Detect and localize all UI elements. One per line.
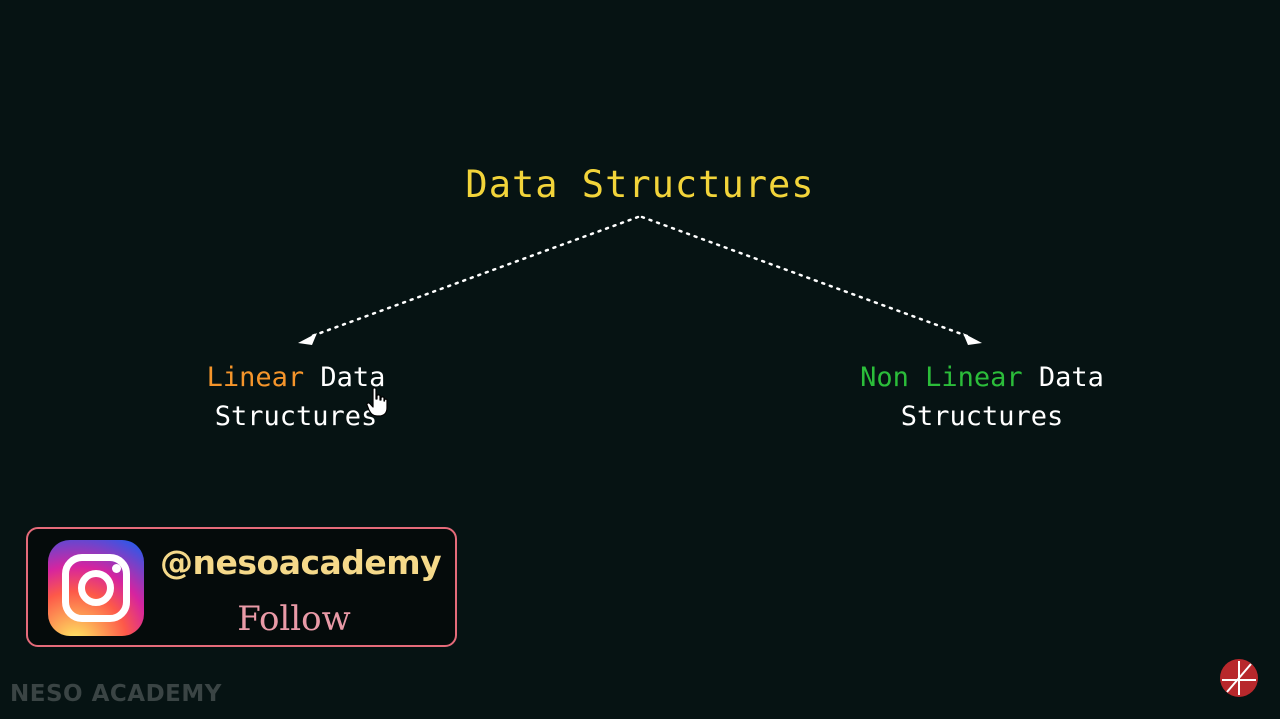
term-data: Data xyxy=(1022,362,1104,393)
term-linear: Linear xyxy=(908,362,1023,393)
instagram-promo-box[interactable]: @nesoacademy Follow xyxy=(26,527,457,647)
child-node-non-linear: Non Linear Data Structures xyxy=(842,358,1122,436)
arrowhead-left xyxy=(298,333,317,345)
brand-watermark: NESO ACADEMY xyxy=(10,681,222,707)
follow-button[interactable]: Follow xyxy=(237,599,351,639)
child-node-non-linear-line1: Non Linear Data xyxy=(842,358,1122,397)
term-non: Non xyxy=(860,362,909,393)
edge-left xyxy=(310,215,640,338)
instagram-ring-shape xyxy=(62,554,130,622)
edge-right xyxy=(640,215,969,338)
root-node-title: Data Structures xyxy=(465,163,815,206)
term-linear: Linear xyxy=(206,362,305,393)
term-structures: Structures xyxy=(214,401,378,432)
neso-logo-icon xyxy=(1220,659,1258,697)
instagram-handle[interactable]: @nesoacademy xyxy=(160,543,442,582)
child-node-linear: Linear Data Structures xyxy=(196,358,396,436)
instagram-dot-shape xyxy=(112,564,121,573)
instagram-icon xyxy=(48,540,144,636)
hand-cursor-icon xyxy=(366,387,388,417)
term-structures: Structures xyxy=(900,401,1064,432)
arrowhead-right xyxy=(963,333,982,345)
instagram-lens-shape xyxy=(78,570,114,606)
